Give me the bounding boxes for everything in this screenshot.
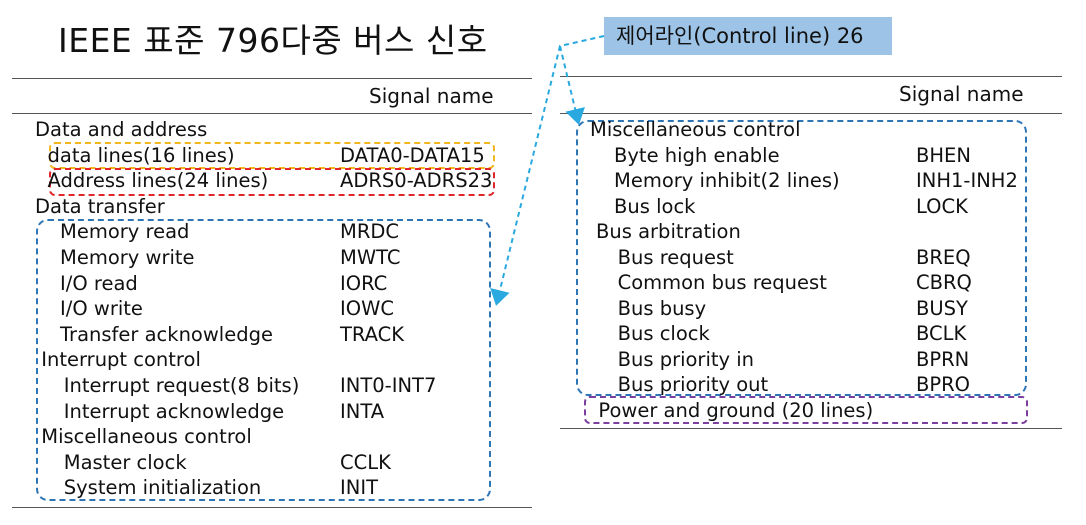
left-row-label: I/O write bbox=[60, 297, 143, 321]
right-row-label: Byte high enable bbox=[614, 143, 780, 167]
left-row-label: Interrupt acknowledge bbox=[63, 399, 285, 423]
left-top-rule bbox=[12, 78, 532, 79]
left-row-signal: CCLK bbox=[340, 450, 391, 474]
left-header-rule bbox=[12, 113, 532, 114]
arrow-to-right-box bbox=[559, 45, 585, 125]
left-row-label: data lines(16 lines) bbox=[47, 143, 235, 167]
left-row-signal: MWTC bbox=[340, 246, 401, 269]
left-row-signal: IORC bbox=[340, 271, 388, 295]
right-row-label: Common bus request bbox=[617, 271, 827, 294]
left-row-label: Interrupt control bbox=[41, 348, 201, 372]
left-row-signal: INTA bbox=[340, 399, 385, 423]
left-row-signal: INT0-INT7 bbox=[340, 374, 437, 397]
right-row-label: Bus lock bbox=[614, 194, 696, 218]
left-row-signal: MRDC bbox=[340, 220, 400, 244]
right-row-signal: BREQ bbox=[916, 245, 971, 269]
left-row-label: System initialization bbox=[63, 476, 262, 500]
right-row-signal: LOCK bbox=[916, 194, 968, 218]
right-row-label: Bus clock bbox=[617, 322, 710, 345]
address-lines-highlight-box bbox=[49, 168, 495, 196]
right-row-signal: BPRO bbox=[916, 373, 971, 396]
right-row-signal: BPRN bbox=[916, 347, 970, 371]
right-row-signal: INH1-INH2 bbox=[916, 169, 1018, 192]
right-header-rule bbox=[560, 113, 1062, 114]
left-control-lines-box bbox=[36, 219, 491, 501]
left-row-label: I/O read bbox=[60, 271, 138, 295]
right-row-signal: BHEN bbox=[916, 143, 971, 167]
right-row-label: Bus priority in bbox=[617, 347, 755, 371]
left-row-label: Memory read bbox=[60, 220, 190, 244]
right-top-rule bbox=[560, 76, 1062, 77]
right-signal-name-header: Signal name bbox=[899, 82, 1024, 106]
left-row-label: Master clock bbox=[63, 450, 187, 474]
left-row-label: Data and address bbox=[35, 118, 208, 141]
left-row-signal: INIT bbox=[340, 476, 379, 500]
right-row-signal: BCLK bbox=[916, 322, 967, 345]
page-title: IEEE 표준 796다중 버스 신호 bbox=[58, 21, 488, 60]
right-bottom-rule bbox=[560, 428, 1062, 429]
left-row-label: Address lines(24 lines) bbox=[47, 169, 269, 193]
right-row-label: Power and ground (20 lines) bbox=[598, 398, 874, 422]
left-row-label: Memory write bbox=[60, 246, 195, 269]
left-bottom-rule bbox=[12, 507, 532, 508]
right-row-signal: CBRQ bbox=[916, 271, 972, 294]
left-signal-name-header: Signal name bbox=[369, 84, 494, 108]
right-control-lines-box bbox=[576, 120, 1027, 396]
left-row-label: Miscellaneous control bbox=[41, 425, 252, 449]
right-row-label: Bus arbitration bbox=[596, 220, 741, 243]
control-line-callout: 제어라인(Control line) 26 bbox=[604, 17, 892, 55]
right-row-label: Memory inhibit(2 lines) bbox=[614, 169, 840, 192]
left-row-signal: TRACK bbox=[340, 322, 405, 346]
power-ground-box bbox=[584, 396, 1028, 424]
right-row-signal: BUSY bbox=[916, 296, 968, 320]
right-row-label: Bus request bbox=[617, 245, 734, 269]
left-row-signal: DATA0-DATA15 bbox=[340, 143, 485, 167]
arrow-to-left-box bbox=[490, 35, 605, 306]
left-row-signal: IOWC bbox=[340, 297, 394, 321]
left-row-signal: ADRS0-ADRS23 bbox=[340, 169, 493, 193]
left-row-label: Interrupt request(8 bits) bbox=[63, 374, 300, 397]
right-row-label: Miscellaneous control bbox=[590, 118, 801, 141]
left-row-label: Transfer acknowledge bbox=[60, 322, 273, 346]
right-row-label: Bus busy bbox=[617, 296, 707, 320]
left-row-label: Data transfer bbox=[35, 194, 165, 218]
right-row-label: Bus priority out bbox=[617, 373, 769, 396]
